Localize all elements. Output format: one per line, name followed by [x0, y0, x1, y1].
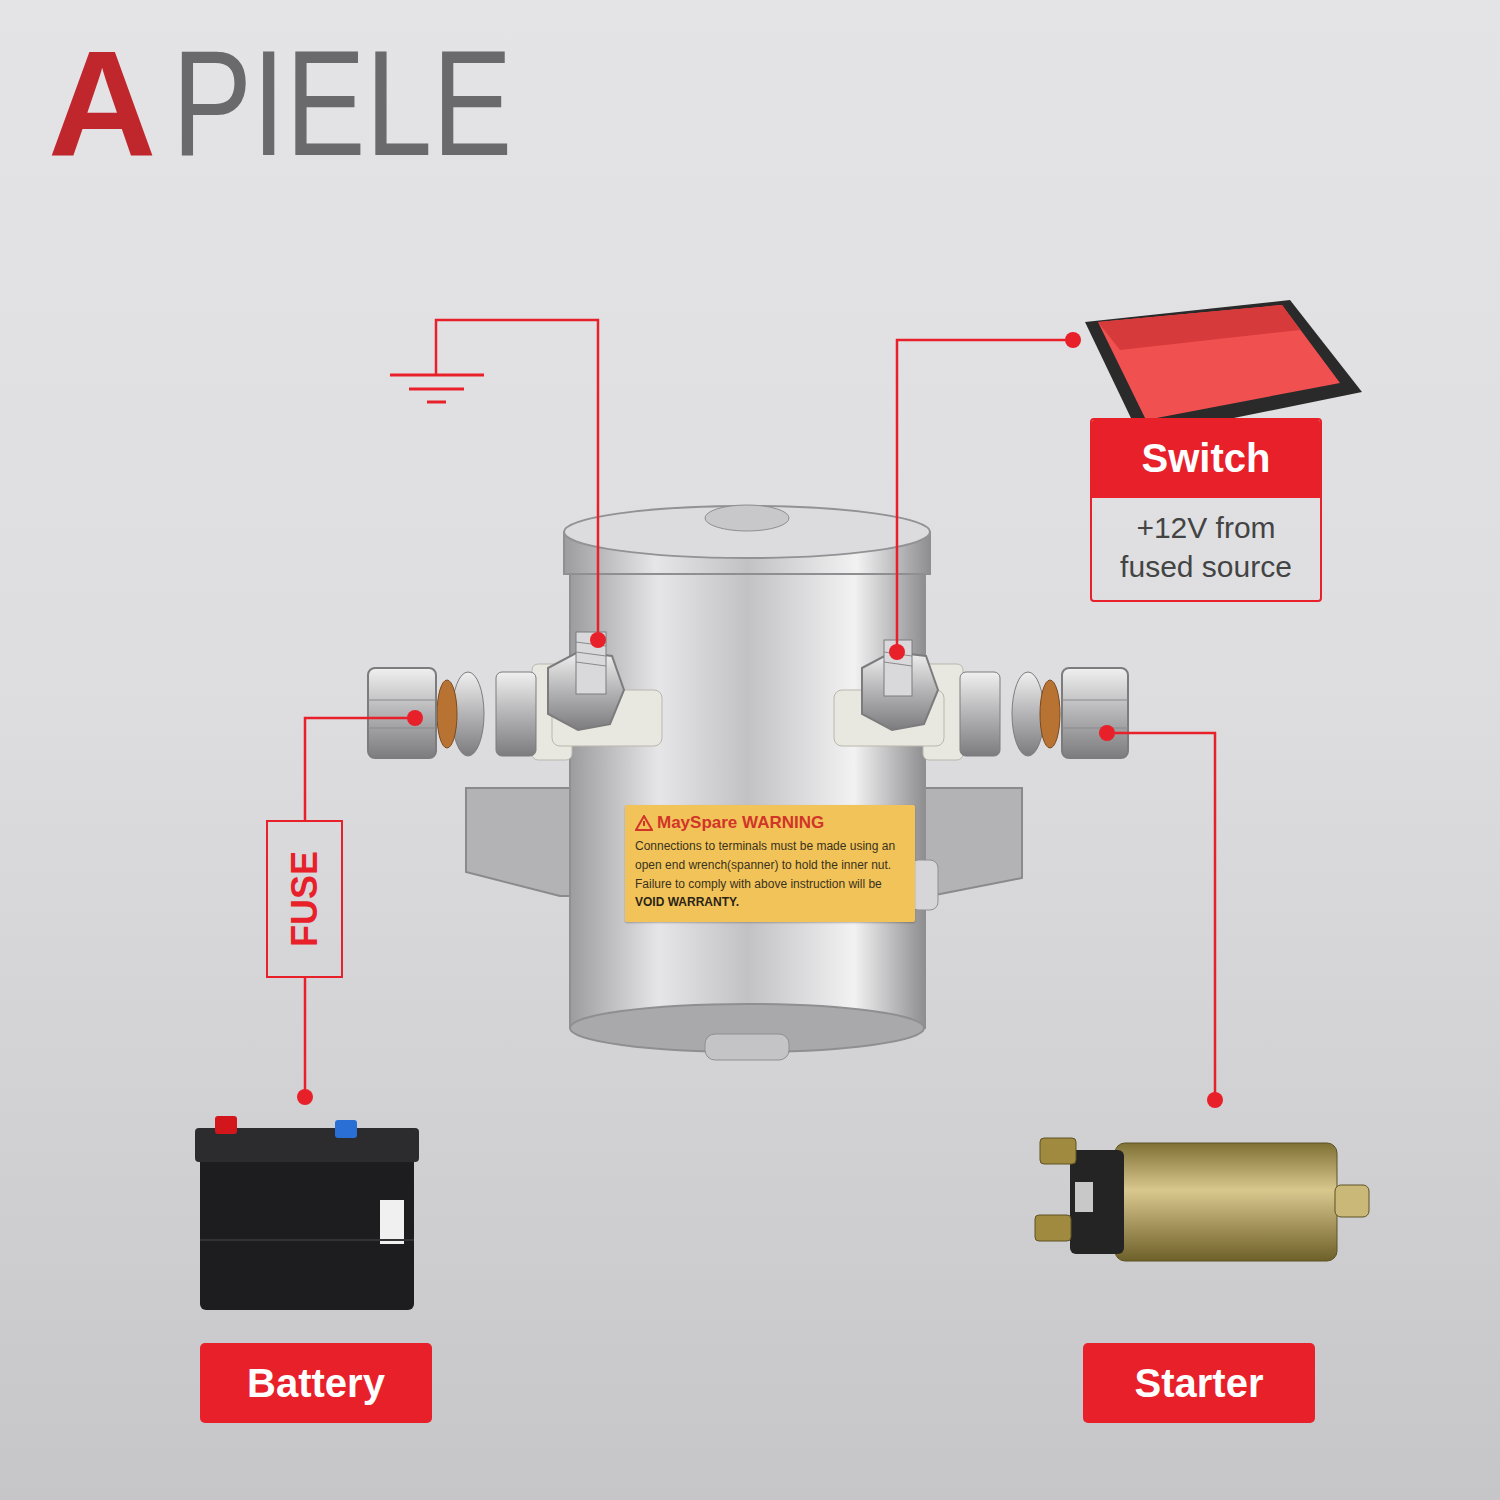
connection-dot — [407, 710, 423, 726]
ground-symbol — [409, 388, 464, 391]
starter-solenoid — [1335, 1185, 1369, 1217]
starter-solenoid — [1040, 1138, 1076, 1164]
box-label: FUSE — [287, 851, 323, 947]
switch-terminal — [884, 662, 912, 666]
left-main-terminal — [368, 728, 436, 729]
box-label: Battery — [247, 1363, 385, 1403]
ground-symbol — [390, 375, 484, 402]
switch-terminal — [834, 640, 944, 746]
starter-solenoid — [1075, 1182, 1093, 1212]
right-main-terminal — [1062, 700, 1128, 701]
ground-terminal — [576, 652, 606, 656]
solenoid-body — [705, 505, 789, 531]
solenoid-body — [564, 505, 938, 1060]
left-main-terminal — [368, 700, 436, 701]
connection-dot — [1207, 1092, 1223, 1108]
wire — [897, 340, 1073, 652]
rocker-switch — [1098, 305, 1300, 350]
connection-dot — [297, 1089, 313, 1105]
wire — [1107, 733, 1215, 1100]
switch-terminal — [884, 640, 912, 696]
ground-symbol — [390, 374, 484, 377]
solenoid-body — [705, 1034, 789, 1060]
warning-triangle — [636, 816, 652, 830]
solenoid-body — [564, 506, 930, 558]
battery — [200, 1152, 414, 1310]
box-label: Starter — [1135, 1363, 1264, 1403]
ground-symbol — [427, 401, 446, 404]
warning-text: VOID WARRANTY. — [635, 893, 905, 912]
logo-mark: A — [48, 28, 156, 178]
solenoid-body — [570, 550, 925, 1028]
right-main-terminal — [1040, 680, 1060, 748]
battery-label-box: Battery — [200, 1343, 432, 1423]
starter-solenoid — [1035, 1215, 1071, 1241]
battery — [195, 1116, 419, 1310]
connection-dot — [1065, 332, 1081, 348]
wire — [305, 718, 415, 820]
right-main-terminal — [1062, 728, 1128, 729]
ground-terminal — [576, 662, 606, 666]
left-main-terminal — [368, 668, 436, 758]
warning-triangle — [635, 815, 653, 831]
starter-solenoid — [1035, 1138, 1369, 1261]
warning-triangle — [643, 821, 645, 826]
logo-text: PIELE — [172, 28, 512, 178]
battery — [215, 1116, 237, 1134]
connection-dot — [590, 632, 606, 648]
connection-dot — [297, 332, 1223, 1108]
starter-solenoid — [1115, 1143, 1337, 1261]
switch-box: Switch+12V from fused source — [1090, 418, 1322, 602]
fuse-box: FUSE — [266, 820, 343, 978]
left-main-terminal — [496, 672, 536, 756]
left-main-terminal — [437, 680, 457, 748]
connection-dot — [1099, 725, 1115, 741]
battery — [380, 1200, 404, 1244]
wire — [305, 320, 1215, 1100]
ground-terminal — [548, 632, 662, 746]
starter-solenoid — [1070, 1150, 1124, 1254]
rocker-switch — [1085, 300, 1362, 437]
switch-note: +12V from fused source — [1092, 498, 1320, 600]
connection-dot — [889, 644, 905, 660]
battery — [200, 1239, 414, 1241]
rocker-switch — [1098, 305, 1340, 420]
warning-text: Connections to terminals must be made us… — [635, 837, 905, 893]
warning-sticker: MaySpare WARNING Connections to terminals… — [625, 805, 915, 922]
ground-terminal — [576, 632, 606, 694]
battery — [335, 1120, 357, 1138]
starter-label-box: Starter — [1083, 1343, 1315, 1423]
rocker-switch — [1085, 300, 1362, 437]
wire — [304, 978, 307, 1097]
warning-title: MaySpare WARNING — [635, 813, 905, 833]
switch-heading: Switch — [1092, 420, 1320, 498]
right-main-terminal — [1012, 672, 1044, 756]
right-main-terminal — [923, 664, 1128, 760]
wire — [436, 320, 598, 640]
right-main-terminal — [1062, 668, 1128, 758]
right-main-terminal — [960, 672, 1000, 756]
left-main-terminal — [368, 664, 572, 760]
